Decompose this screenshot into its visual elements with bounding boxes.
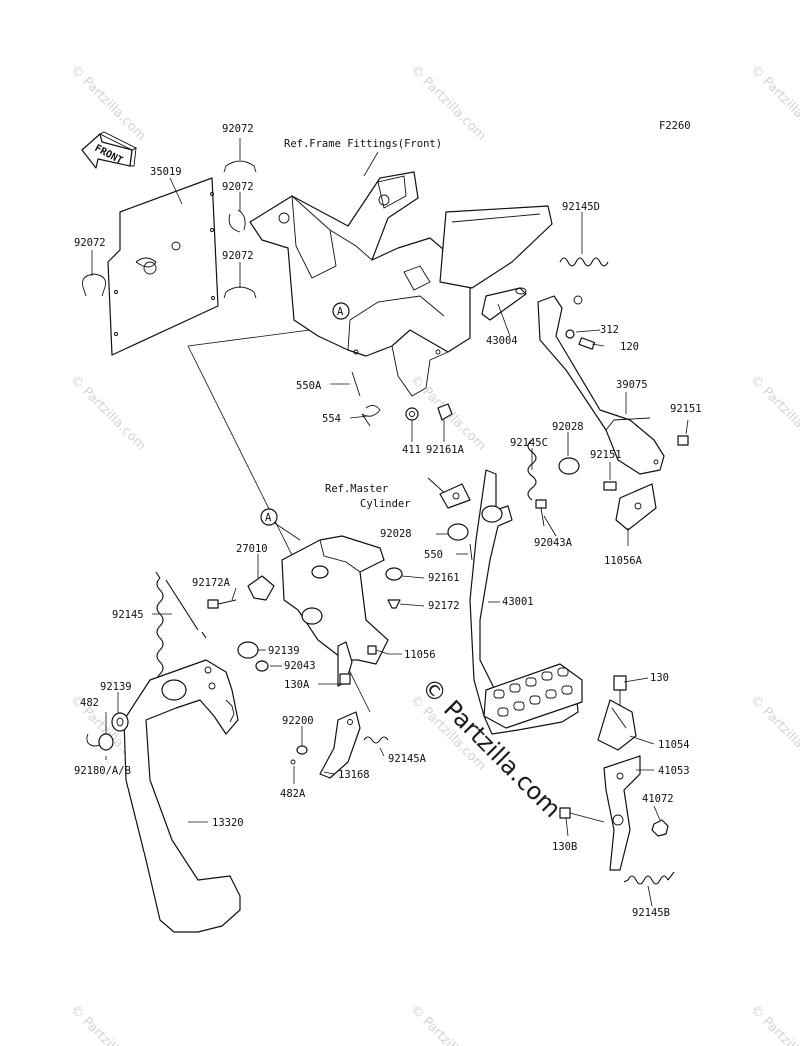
bolt-130b-icon [559, 807, 605, 823]
part-number-92043a: 92043A [534, 537, 573, 549]
part-number-550: 550 [424, 549, 443, 561]
part-number-92043: 92043 [284, 660, 316, 672]
part-number-labels: 92072 92072 92072 92072 35019 92145D 312… [74, 123, 702, 919]
part-number-92161: 92161 [428, 572, 460, 584]
part-number-13168: 13168 [338, 769, 370, 781]
callout-a-mid-label: A [265, 512, 272, 524]
part-number-35019: 35019 [150, 166, 182, 178]
bushing-92028-icon [558, 457, 580, 475]
part-number-92145: 92145 [112, 609, 144, 621]
watermark-tile: © Partzilla.com [747, 372, 800, 454]
brake-pedal [469, 469, 583, 735]
callout-a-mid: A [260, 508, 278, 526]
watermark-tile: © Partzilla.com [747, 62, 800, 144]
watermark-tile: © Partzilla.com [407, 1002, 489, 1046]
watermark-tile: © Partzilla.com [67, 62, 149, 144]
ref-master-cylinder-line1: Ref.Master [325, 483, 388, 495]
clip-92072-icon [81, 160, 257, 299]
master-cylinder-rod [427, 477, 471, 509]
watermark-tile: © Partzilla.com [407, 62, 489, 144]
part-number-92072: 92072 [74, 237, 106, 249]
leader-lines [91, 138, 689, 907]
part-number-92139: 92139 [100, 681, 132, 693]
part-number-554: 554 [322, 413, 341, 425]
part-number-411: 411 [402, 444, 421, 456]
callout-a-top-label: A [337, 306, 344, 318]
part-number-130b: 130B [552, 841, 577, 853]
part-number-482: 482 [80, 697, 99, 709]
bolt-icon [565, 329, 689, 491]
stopper-icon [385, 567, 403, 609]
part-number-92028: 92028 [380, 528, 412, 540]
lever-13168-icon [290, 711, 389, 779]
pedal-pad-grip [493, 667, 573, 717]
spring-92145-body [165, 579, 199, 631]
part-number-92028: 92028 [552, 421, 584, 433]
part-number-130a: 130A [284, 679, 310, 691]
part-number-92151: 92151 [590, 449, 622, 461]
part-number-92072: 92072 [222, 181, 254, 193]
shield-plate-35019 [107, 177, 219, 356]
part-number-92180-a-b: 92180/A/B [74, 765, 131, 777]
part-number-41072: 41072 [642, 793, 674, 805]
part-number-11054: 11054 [658, 739, 690, 751]
lever-41053 [603, 755, 641, 871]
switch-27010-icon [207, 575, 275, 609]
part-number-550a: 550A [296, 380, 322, 392]
callout-a-top: A [332, 302, 350, 320]
part-number-92151: 92151 [670, 403, 702, 415]
pin-550-icon [469, 543, 473, 561]
bracket-11054 [597, 675, 637, 751]
ref-frame-fittings: Ref.Frame Fittings(Front) [284, 138, 442, 150]
part-number-482a: 482A [280, 788, 306, 800]
part-number-92200: 92200 [282, 715, 314, 727]
part-number-41053: 41053 [658, 765, 690, 777]
brake-arm [537, 295, 665, 531]
front-arrow-icon: FRONT [81, 131, 138, 169]
watermark-tile: © Partzilla.com [747, 1002, 800, 1046]
part-number-92072: 92072 [222, 123, 254, 135]
part-number-92145b: 92145B [632, 907, 670, 919]
part-number-92172a: 92172A [192, 577, 231, 589]
part-number-11056: 11056 [404, 649, 436, 661]
part-number-11056a: 11056A [604, 555, 643, 567]
part-number-312: 312 [600, 324, 619, 336]
shaft-tube [439, 205, 553, 321]
part-number-92161a: 92161A [426, 444, 465, 456]
bolt-92043a-icon [535, 499, 547, 527]
collar-92043-icon [255, 660, 269, 672]
part-number-92172: 92172 [428, 600, 460, 612]
small-hardware [351, 371, 453, 427]
spring-92145d-icon [559, 257, 609, 267]
part-number-92072: 92072 [222, 250, 254, 262]
part-number-92145c: 92145C [510, 437, 548, 449]
part-number-92145a: 92145A [388, 753, 427, 765]
bushing-92028-icon [447, 523, 469, 541]
part-number-92145d: 92145D [562, 201, 600, 213]
frame-bracket [249, 171, 471, 397]
part-number-13320: 13320 [212, 817, 244, 829]
watermark-tile: © Partzilla.com [67, 372, 149, 454]
part-number-130: 130 [650, 672, 669, 684]
part-number-43004: 43004 [486, 335, 518, 347]
bushing-92139-icon [237, 641, 259, 659]
part-number-120: 120 [620, 341, 639, 353]
nut-41072-icon [651, 819, 669, 837]
part-number-27010: 27010 [236, 543, 268, 555]
spring-92145b-icon [623, 871, 675, 885]
part-number-39075: 39075 [616, 379, 648, 391]
spring-92145c-icon [527, 439, 537, 501]
lower-bracket [281, 535, 389, 687]
part-number-92139: 92139 [268, 645, 300, 657]
clutch-pedal [123, 659, 241, 933]
watermark-tile: © Partzilla.com [67, 1002, 149, 1046]
ref-master-cylinder-line2: Cylinder [360, 498, 411, 510]
part-number-43001: 43001 [502, 596, 534, 608]
figure-code: F2260 [659, 120, 691, 132]
watermark-tile: © Partzilla.com [747, 692, 800, 774]
washer-icon [86, 712, 129, 751]
